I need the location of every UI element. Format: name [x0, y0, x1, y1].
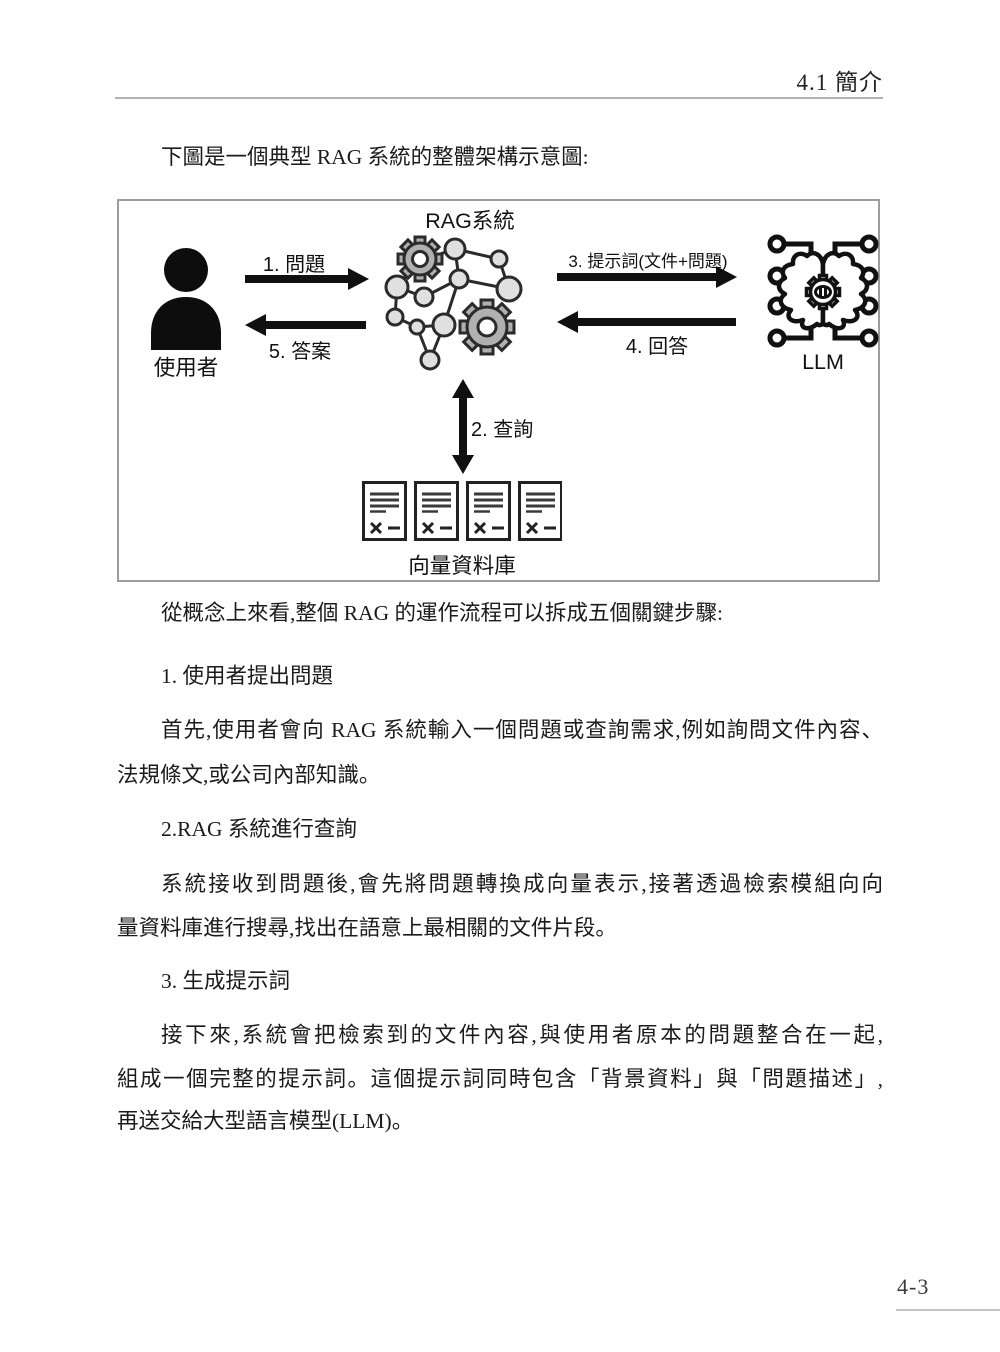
- arrow-5-head: [245, 314, 266, 336]
- arrow-2-shaft: [459, 396, 467, 456]
- footer-rule: [896, 1309, 1000, 1311]
- arrow-1-label: 1. 問題: [262, 254, 326, 276]
- arrow-3-shaft: [557, 273, 716, 281]
- header-rule: [115, 97, 883, 99]
- arrow-1-shaft: [245, 275, 350, 283]
- step3-line3: 再送交給大型語言模型(LLM)。: [117, 1109, 414, 1133]
- brain-chip-icon: [767, 230, 879, 348]
- step1-line2: 法規條文,或公司內部知識。: [117, 763, 381, 787]
- step2-line2: 量資料庫進行搜尋,找出在語意上最相關的文件片段。: [117, 916, 617, 940]
- arrow-2-head-down: [452, 455, 474, 474]
- vector-db-documents: [362, 481, 562, 541]
- step1-line1: 首先,使用者會向 RAG 系統輸入一個問題或查詢需求,例如詢問文件內容、: [161, 718, 883, 742]
- vector-db-label: 向量資料庫: [408, 554, 516, 578]
- step2-heading: 2.RAG 系統進行查詢: [161, 817, 357, 841]
- arrow-2-head-up: [452, 379, 474, 398]
- step1-heading: 1. 使用者提出問題: [161, 664, 334, 688]
- user-label: 使用者: [153, 356, 219, 380]
- arrow-5-shaft: [266, 321, 366, 329]
- lead-line: 從概念上來看,整個 RAG 的運作流程可以拆成五個關鍵步驟:: [161, 601, 723, 625]
- user-silhouette-icon: [142, 247, 230, 350]
- network-gears-icon: [380, 230, 560, 378]
- arrow-1-head: [348, 268, 369, 290]
- section-header: 4.1 簡介: [796, 70, 883, 95]
- step3-line2: 組成一個完整的提示詞。這個提示詞同時包含「背景資料」與「問題描述」,: [117, 1067, 883, 1091]
- intro-line: 下圖是一個典型 RAG 系統的整體架構示意圖:: [161, 145, 589, 169]
- step3-heading: 3. 生成提示詞: [161, 969, 291, 993]
- step2-line1: 系統接收到問題後,會先將問題轉換成向量表示,接著透過檢索模組向向: [161, 872, 883, 896]
- page-number: 4-3: [897, 1274, 930, 1299]
- llm-label: LLM: [802, 350, 844, 374]
- rag-architecture-diagram: RAG系統 使用者 1. 問題 5. 答案: [117, 199, 880, 582]
- step3-line1: 接下來,系統會把檢索到的文件內容,與使用者原本的問題整合在一起,: [161, 1023, 883, 1047]
- arrow-4-shaft: [578, 318, 736, 326]
- diagram-title: RAG系統: [425, 209, 515, 233]
- arrow-4-head: [557, 311, 578, 333]
- arrow-3-label: 3. 提示詞(文件+問題): [568, 252, 728, 271]
- arrow-2-label: 2. 查詢: [471, 419, 534, 441]
- arrow-3-head: [716, 266, 737, 288]
- arrow-5-label: 5. 答案: [268, 341, 332, 363]
- arrow-4-label: 4. 回答: [625, 336, 689, 358]
